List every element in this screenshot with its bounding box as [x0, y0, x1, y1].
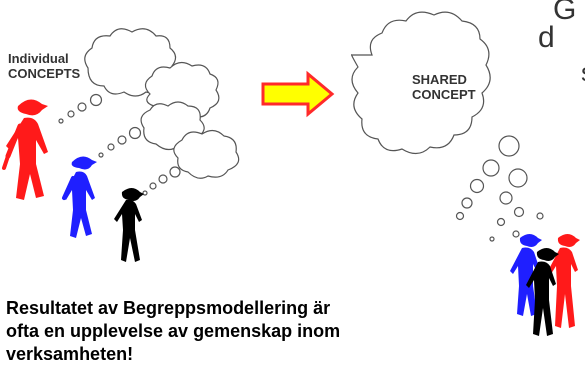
thought-bubble-icon	[89, 93, 103, 107]
thought-bubble-icon	[107, 143, 115, 151]
thought-bubble-icon	[461, 197, 473, 209]
thought-cloud-icon	[351, 11, 491, 155]
thought-bubble-icon	[536, 212, 544, 220]
thought-bubble-icon	[149, 182, 157, 190]
thought-bubble-icon	[489, 236, 495, 242]
thought-bubble-icon	[58, 118, 64, 124]
person-group-icon	[510, 234, 580, 336]
shared-concept-label: SHARED	[412, 72, 467, 87]
caption-line: ofta en upplevelse av gemenskap inom	[6, 321, 341, 341]
individual-concepts-label: CONCEPTS	[8, 66, 81, 81]
thought-bubble-icon	[77, 102, 87, 112]
thought-bubble-icon	[512, 230, 520, 238]
caption-line: Resultatet av Begreppsmodellering är	[6, 298, 331, 318]
person-icon	[2, 99, 48, 200]
thought-bubble-icon	[455, 211, 465, 221]
arrow-right-icon	[261, 70, 335, 118]
thought-bubble-icon	[496, 217, 506, 227]
caption-line: verksamheten!	[6, 344, 134, 364]
thought-bubble-icon	[142, 190, 148, 196]
cut-off-text: d	[538, 21, 555, 54]
thought-bubble-icon	[67, 110, 75, 118]
thought-bubble-icon	[482, 159, 500, 177]
person-icon	[62, 156, 97, 238]
thought-bubble-icon	[513, 206, 525, 218]
thought-bubble-icon	[158, 174, 168, 184]
thought-bubble-icon	[117, 135, 127, 145]
cut-off-text: s	[581, 56, 585, 88]
thought-cloud-icon	[173, 129, 240, 179]
thought-bubble-icon	[498, 135, 520, 157]
shared-concept-label: CONCEPT	[412, 87, 476, 102]
caption-text: Resultatet av Begreppsmodellering är oft…	[6, 297, 436, 366]
cut-off-text: G	[553, 0, 577, 26]
thought-bubble-icon	[98, 152, 104, 158]
thought-bubble-icon	[499, 191, 513, 205]
thought-bubble-icon	[128, 126, 142, 140]
individual-concepts-label: Individual	[8, 51, 69, 66]
person-icon	[114, 188, 144, 262]
thought-bubble-icon	[169, 166, 181, 178]
thought-bubble-icon	[469, 178, 485, 194]
thought-bubble-icon	[508, 168, 528, 188]
